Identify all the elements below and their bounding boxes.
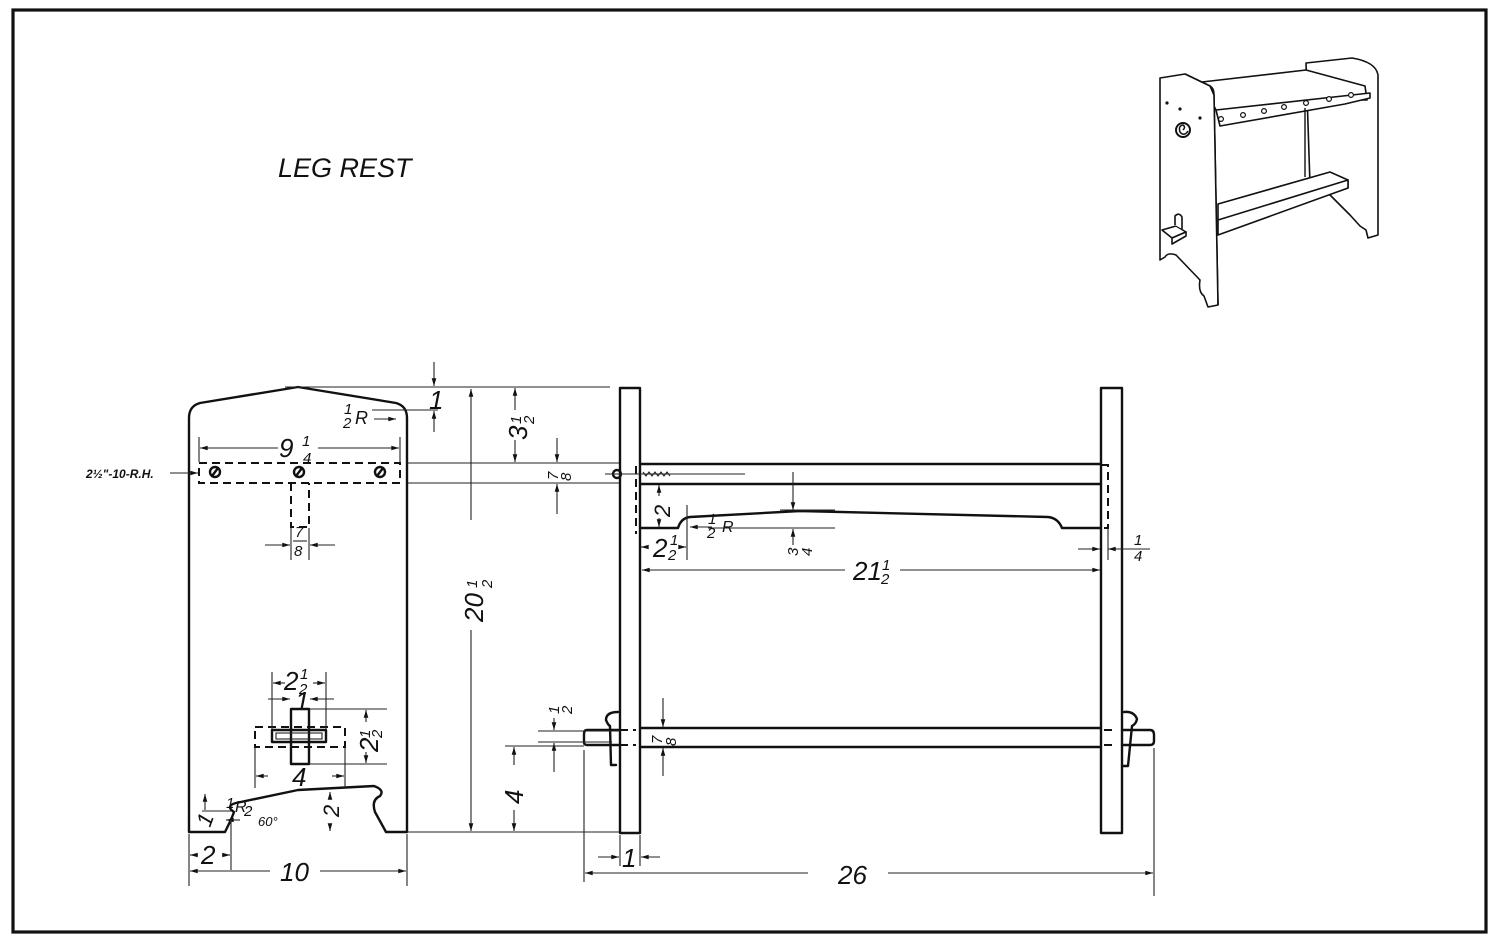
top-rail: [639, 462, 1103, 486]
dim-shelf-radius-num: 1: [708, 511, 716, 528]
dim-bottom-arch-height: 2: [319, 805, 344, 818]
foot-peg: [289, 707, 311, 766]
dim-shelf-thickness-num: 3: [785, 547, 802, 556]
dim-stretcher-thickness-den: 8: [663, 737, 680, 746]
dim-shelf-inset-num: 1: [670, 532, 678, 549]
dim-overall-height-num: 1: [464, 580, 481, 588]
dim-bottom-angle: 60°: [258, 814, 278, 829]
screw-note: 2½"-10-R.H.: [85, 467, 154, 481]
dim-foot-block-width-num: 1: [300, 666, 308, 683]
drawing-title: LEG REST: [278, 153, 414, 183]
left-end-board: [618, 386, 642, 835]
dim-bottom-radius-den: 2: [243, 803, 253, 820]
left-wedge: [604, 710, 620, 767]
dim-shelf-radius-den: 2: [706, 525, 716, 542]
right-end-board: [1099, 386, 1124, 835]
dim-bottom-radius-suffix: R: [235, 799, 247, 816]
dim-between-ends-whole: 21: [852, 556, 882, 586]
dim-foot-block-height-den: 2: [369, 729, 386, 739]
right-wedge: [1120, 710, 1139, 768]
isometric-sketch: [1159, 57, 1379, 308]
dim-stile-den: 8: [294, 543, 303, 560]
dim-foot-block-width-den: 2: [298, 681, 308, 698]
screw-icon: [292, 465, 306, 479]
dim-top-rail-whole: 9: [279, 433, 293, 463]
dim-overall-height-whole: 20: [459, 593, 489, 623]
dim-rail-from-top-whole: 3: [503, 425, 533, 440]
bottom-stretcher: [638, 726, 1103, 749]
end-view: 9 1 4 1 2 R 2½"-10-R.H. 7 8 1 20 1 2: [85, 362, 620, 887]
stretcher-right-tenon: [1120, 728, 1156, 747]
dim-stretcher-height: 4: [499, 790, 529, 804]
screw-icon: [208, 465, 222, 479]
dim-overall-width: 10: [280, 857, 309, 887]
dim-overall-height-den: 2: [479, 579, 496, 589]
dim-foot-inset: 2: [200, 840, 216, 870]
dim-tenon-projection-num: 1: [1134, 532, 1142, 549]
dim-shelf-drop: 2: [650, 505, 675, 518]
dim-top-rail-num: 1: [302, 433, 310, 450]
foot-block: [270, 728, 328, 744]
side-view: 2 1 2 R 2 1 2 3 4 21 1 2 1 4: [499, 386, 1156, 896]
dim-foot-block-width-whole: 2: [283, 666, 299, 696]
dim-rail-from-top-num: 1: [508, 416, 525, 424]
dim-wedge-offset-num: 1: [546, 706, 563, 714]
dim-wedge-offset-den: 2: [559, 705, 576, 715]
dim-bottom-notch-height: 1: [191, 810, 219, 830]
dim-rail-width-num: 7: [545, 471, 562, 480]
dim-foot-mortise-length: 4: [292, 762, 306, 792]
dim-foot-block-height-whole: 2: [354, 737, 384, 753]
dim-tenon-projection-den: 4: [1134, 548, 1142, 565]
dim-shelf-inset-den: 2: [667, 547, 677, 564]
dim-bottom-radius-num: 1: [226, 795, 234, 812]
dim-top-radius-num: 1: [344, 401, 352, 418]
dim-top-radius-den: 2: [342, 415, 352, 432]
dim-stretcher-thickness-num: 7: [649, 735, 666, 744]
dim-rail-from-top-den: 2: [521, 415, 538, 425]
dim-shelf-inset-whole: 2: [652, 533, 668, 563]
center-stile-hidden: [290, 483, 310, 528]
dim-shelf-thickness-den: 4: [799, 548, 816, 556]
dim-stile-num: 7: [295, 524, 304, 541]
dim-top-radius-suffix: R: [355, 408, 368, 428]
foot-block-slot: [275, 732, 323, 740]
end-panel-outline: [187, 385, 409, 834]
dim-rail-width-den: 8: [558, 472, 575, 481]
dim-peak-height: 1: [429, 385, 443, 415]
dim-foot-peg-width: 1: [295, 686, 309, 716]
dim-end-thickness: 1: [622, 843, 636, 873]
screw-icon: [373, 465, 387, 479]
top-rail-hidden: [198, 462, 401, 484]
sheet-border: [11, 8, 1488, 934]
dim-between-ends-num: 1: [882, 557, 890, 574]
dim-foot-block-height-num: 1: [357, 730, 374, 738]
dim-between-ends-den: 2: [880, 571, 890, 588]
stretcher-left-tenon: [582, 728, 622, 747]
shelf: [639, 509, 1103, 530]
dim-top-rail-den: 4: [303, 450, 311, 467]
spiral-ornament-icon: [1175, 122, 1191, 138]
foot-mortise-hidden: [254, 726, 346, 748]
dim-overall-length: 26: [837, 860, 867, 890]
